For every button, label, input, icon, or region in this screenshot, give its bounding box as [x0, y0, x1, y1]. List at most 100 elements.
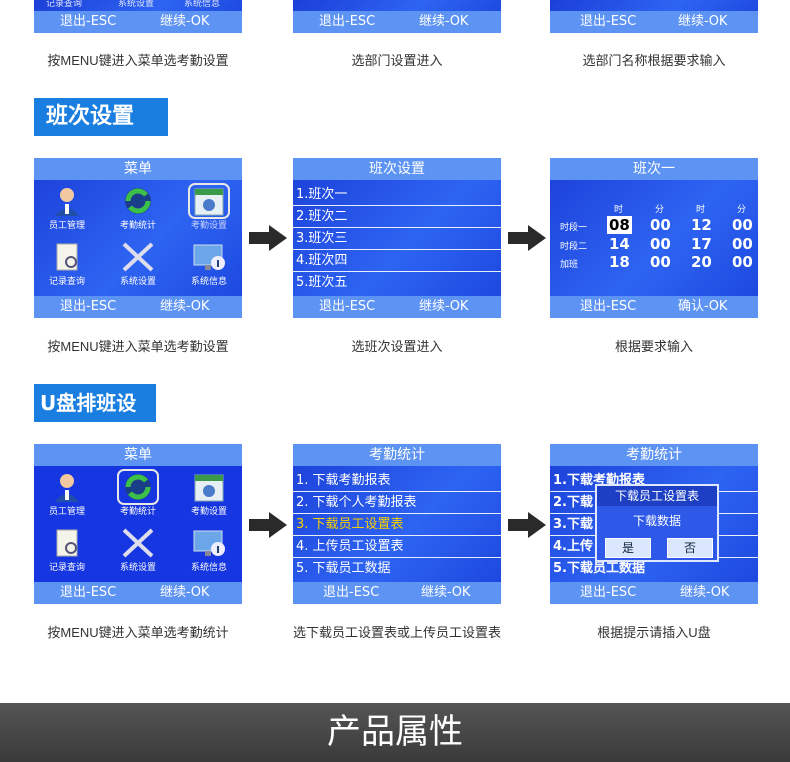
screen-title: 菜单	[34, 158, 242, 180]
menu-grid: 员工管理 考勤统计 考勤设置 记录查询 系统设置	[34, 180, 242, 296]
caption: 按MENU键进入菜单选考勤设置	[47, 53, 229, 68]
list-item[interactable]: 5.班次五	[296, 275, 348, 290]
menu-item-employee[interactable]: 员工管理	[36, 468, 98, 517]
time-field[interactable]: 20	[691, 253, 712, 271]
time-field[interactable]: 00	[732, 253, 753, 271]
footer-continue[interactable]: 继续-OK	[419, 14, 469, 29]
shift-list: 1.班次一 2.班次二 3.班次三 4.班次四 5.班次五	[293, 180, 501, 296]
menu-item-stats[interactable]: 考勤统计	[107, 468, 169, 517]
row-label: 时段二	[560, 242, 588, 252]
footer-exit[interactable]: 退出-ESC	[60, 299, 117, 314]
employee-icon	[49, 186, 85, 216]
menu-item-records[interactable]: 记录查询	[36, 238, 98, 287]
top-screen-menu: 记录查询 系统设置 系统信息 退出-ESC 继续-OK	[34, 0, 242, 33]
time-field[interactable]: 00	[650, 253, 671, 271]
employee-icon	[49, 472, 85, 502]
footer-exit[interactable]: 退出-ESC	[60, 585, 117, 600]
time-field[interactable]: 00	[650, 216, 671, 234]
footer-continue[interactable]: 继续-OK	[160, 299, 210, 314]
time-field[interactable]: 14	[609, 235, 630, 253]
screen-footer: 退出-ESC 继续-OK	[293, 11, 501, 33]
menu-item-settings[interactable]: 考勤设置	[178, 468, 240, 517]
caption: 选下载员工设置表或上传员工设置表	[292, 625, 501, 640]
footer-exit[interactable]: 退出-ESC	[580, 14, 637, 29]
menu-item-label: 系统信息	[190, 277, 227, 287]
confirm-dialog: 下载员工设置表 下载数据 是 否	[595, 484, 719, 562]
menu-item-label: 系统信息	[190, 563, 227, 573]
list-item[interactable]: 1. 下载考勤报表	[293, 470, 501, 492]
list-item[interactable]: 2.班次二	[293, 206, 501, 228]
footer-exit[interactable]: 退出-ESC	[580, 585, 637, 600]
menu-item-stats[interactable]: 考勤统计	[107, 182, 169, 231]
footer-continue[interactable]: 继续-OK	[421, 585, 471, 600]
footer-confirm[interactable]: 确认-OK	[678, 299, 728, 314]
list-item[interactable]: 3. 下载员工设置表	[293, 514, 501, 536]
top-screen-dept: 退出-ESC 继续-OK	[293, 0, 501, 33]
dialog-title: 下载员工设置表	[597, 486, 717, 506]
stats-list: 1. 下载考勤报表 2. 下载个人考勤报表 3. 下载员工设置表 4. 上传员工…	[293, 466, 501, 582]
row-label: 时段一	[560, 223, 588, 233]
monitor-info-icon	[191, 242, 227, 272]
refresh-arrows-icon	[117, 469, 159, 505]
list-item[interactable]: 4.班次四	[293, 250, 501, 272]
menu-item-label: 员工管理	[48, 507, 85, 517]
calendar-gear-icon	[188, 183, 230, 219]
footer-exit[interactable]: 退出-ESC	[580, 299, 637, 314]
list-item[interactable]: 3.班次三	[293, 228, 501, 250]
dialog-no-button[interactable]: 否	[667, 538, 713, 558]
footer-exit[interactable]: 退出-ESC	[319, 14, 376, 29]
list-item[interactable]: 5. 下载员工数据	[296, 561, 391, 576]
menu-item-label: 考勤设置	[190, 221, 227, 231]
download-dialog-screen: 考勤统计 1.下载考勤报表 2.下载 3.下载 4.上传 5.下载员工数据 下载…	[550, 444, 758, 604]
footer-continue[interactable]: 继续-OK	[678, 14, 728, 29]
dialog-yes-button[interactable]: 是	[605, 538, 651, 558]
menu-item-label: 记录查询	[48, 563, 85, 573]
footer-continue[interactable]: 继续-OK	[160, 585, 210, 600]
caption: 按MENU键进入菜单选考勤统计	[47, 625, 229, 640]
menu-item-label: 考勤统计	[119, 507, 156, 517]
arrow-right-icon	[249, 225, 287, 251]
tools-icon	[120, 242, 156, 272]
document-search-icon	[49, 242, 85, 272]
footer-exit[interactable]: 退出-ESC	[60, 14, 117, 29]
partial-label: 系统设置	[118, 0, 155, 9]
refresh-arrows-icon	[120, 186, 156, 216]
section-title-usb: U盘排班设置	[34, 384, 156, 453]
list-item[interactable]: 2. 下载个人考勤报表	[293, 492, 501, 514]
menu-item-records[interactable]: 记录查询	[36, 524, 98, 573]
caption: 选部门名称根据要求输入	[582, 53, 726, 68]
footer-continue[interactable]: 继续-OK	[160, 14, 210, 29]
menu-item-label: 考勤统计	[119, 221, 156, 231]
stats-list-screen: 考勤统计 1. 下载考勤报表 2. 下载个人考勤报表 3. 下载员工设置表 4.…	[293, 444, 501, 604]
row-label: 加班	[560, 260, 579, 270]
arrow-right-icon	[508, 512, 546, 538]
menu-item-system[interactable]: 系统设置	[107, 524, 169, 573]
time-field[interactable]: 00	[650, 235, 671, 253]
menu-screen: 菜单 员工管理 考勤统计 考勤设置 记录查询	[34, 158, 242, 318]
time-field[interactable]: 12	[691, 216, 712, 234]
menu-item-system[interactable]: 系统设置	[107, 238, 169, 287]
time-field[interactable]: 18	[609, 253, 630, 271]
menu-item-employee[interactable]: 员工管理	[36, 182, 98, 231]
screen-title: 班次设置	[293, 158, 501, 180]
menu-item-label: 系统设置	[119, 277, 156, 287]
menu-item-settings[interactable]: 考勤设置	[178, 182, 240, 231]
menu-item-info[interactable]: 系统信息	[178, 524, 240, 573]
screen-footer: 退出-ESC 继续-OK	[293, 296, 501, 318]
caption: 按MENU键进入菜单选考勤设置	[47, 339, 229, 354]
footer-continue[interactable]: 继续-OK	[680, 585, 730, 600]
time-field[interactable]: 08	[607, 216, 632, 234]
list-item[interactable]: 5.下载员工数据	[553, 561, 645, 576]
list-item[interactable]: 1.班次一	[293, 184, 501, 206]
partial-label: 记录查询	[46, 0, 83, 9]
screen-footer: 退出-ESC 继续-OK	[34, 582, 242, 604]
footer-exit[interactable]: 退出-ESC	[323, 585, 380, 600]
list-item[interactable]: 4. 上传员工设置表	[293, 536, 501, 558]
time-field[interactable]: 00	[732, 216, 753, 234]
time-field[interactable]: 00	[732, 235, 753, 253]
footer-exit[interactable]: 退出-ESC	[319, 299, 376, 314]
time-field[interactable]: 17	[691, 235, 712, 253]
footer-continue[interactable]: 继续-OK	[419, 299, 469, 314]
menu-item-info[interactable]: 系统信息	[178, 238, 240, 287]
screen-title: 考勤统计	[293, 444, 501, 466]
